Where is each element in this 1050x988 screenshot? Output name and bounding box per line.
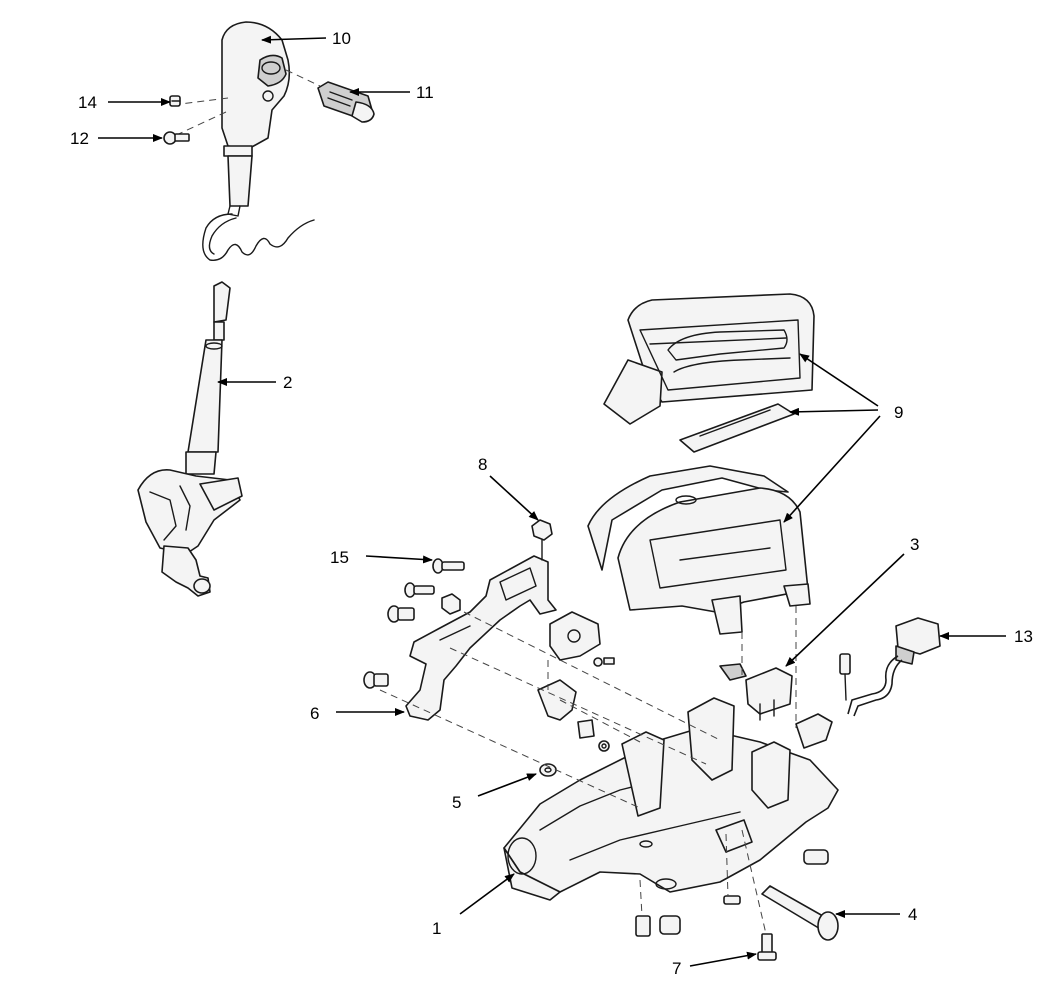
bolt-7 <box>757 933 777 961</box>
callout-12: 12 <box>70 129 89 148</box>
nut-6 <box>441 593 461 615</box>
callout-leaders <box>98 35 1006 967</box>
leader-7 <box>689 951 757 967</box>
callout-15: 15 <box>330 548 349 567</box>
callout-8: 8 <box>478 455 487 474</box>
leader-15 <box>365 555 433 564</box>
leader-10 <box>261 35 327 44</box>
callout-9: 9 <box>894 403 903 422</box>
indicator-plate <box>679 403 795 453</box>
lock-solenoid <box>549 611 615 667</box>
leader-9b <box>789 407 879 416</box>
callout-2: 2 <box>283 373 292 392</box>
callout-labels: 10 11 14 12 2 9 8 3 15 13 6 5 1 4 7 <box>70 29 1033 978</box>
shift-knob <box>169 21 321 261</box>
harness-connector <box>839 617 941 717</box>
callout-5: 5 <box>452 793 461 812</box>
selector-switch <box>719 663 793 721</box>
callout-13: 13 <box>1014 627 1033 646</box>
callout-7: 7 <box>672 959 681 978</box>
pivot-pin <box>761 885 839 941</box>
retaining-screw <box>163 131 190 145</box>
leader-9c <box>783 415 881 523</box>
callout-14: 14 <box>78 93 97 112</box>
leader-8 <box>489 475 539 521</box>
small-screw <box>169 95 181 107</box>
shift-lever-assembly <box>137 281 243 597</box>
upper-console-cover <box>603 293 815 425</box>
callout-1: 1 <box>432 919 441 938</box>
callout-4: 4 <box>908 905 917 924</box>
callout-6: 6 <box>310 704 319 723</box>
leader-1 <box>459 873 515 915</box>
callout-3: 3 <box>910 535 919 554</box>
shift-lever-base <box>503 697 839 937</box>
callout-10: 10 <box>332 29 351 48</box>
bolt-upper <box>404 582 435 598</box>
assembly-guide-lines <box>379 606 797 935</box>
bolt-15 <box>432 558 465 574</box>
mounting-bracket <box>405 555 557 721</box>
leader-5 <box>477 773 537 797</box>
callout-11: 11 <box>416 83 434 102</box>
leader-3 <box>785 553 905 667</box>
shift-lock-button <box>317 81 375 123</box>
leader-9a <box>799 353 879 407</box>
nut-8 <box>531 519 553 561</box>
bolt-middle <box>387 605 415 623</box>
lower-console-cover <box>587 465 811 635</box>
bolt-lower <box>363 671 389 689</box>
